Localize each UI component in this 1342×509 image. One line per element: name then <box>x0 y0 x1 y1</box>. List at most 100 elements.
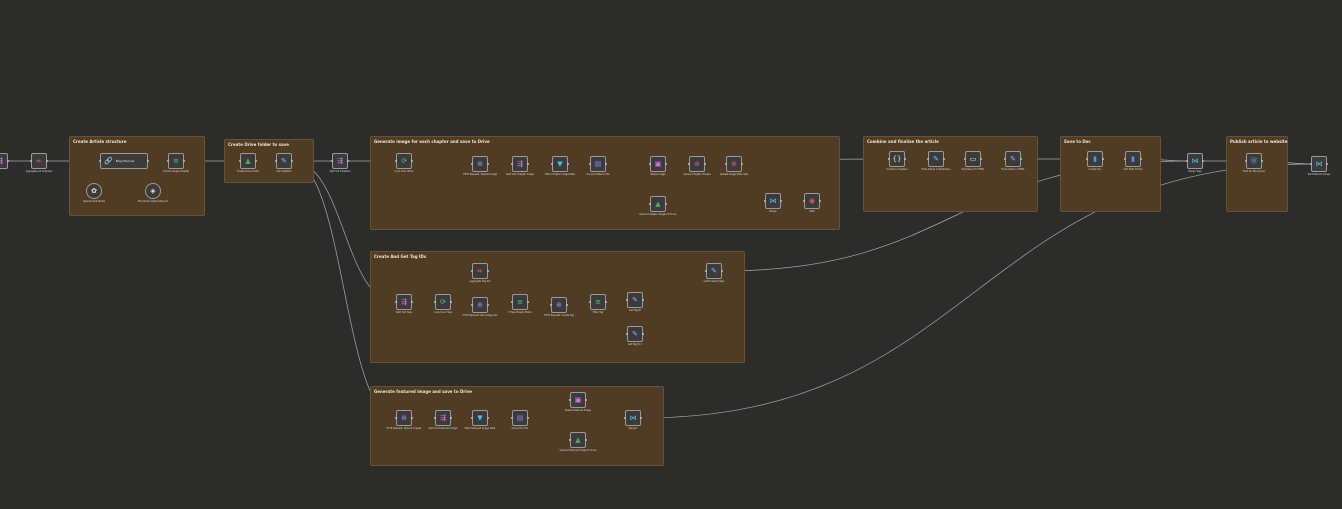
group-title: Save to Doc <box>1064 139 1091 144</box>
node-split-featured-image[interactable]: ⇶Split Out Featured Image <box>429 410 457 430</box>
globe-icon: ⊕ <box>731 159 737 168</box>
node-if-tag-exists[interactable]: ≡If Tag Already Exists <box>508 294 532 314</box>
merge-icon: ⋈ <box>769 196 777 205</box>
node-create-doc[interactable]: ▮Create Doc <box>1086 151 1104 171</box>
node-filter-tag[interactable]: ≡Filter Tag <box>589 294 607 314</box>
globe-icon: ⊕ <box>477 300 483 309</box>
node-create-article[interactable]: ⇶ <box>0 153 9 169</box>
edit-icon: ✎ <box>933 154 939 163</box>
aggregate-icon: ⇷ <box>477 266 483 275</box>
image-icon: ▣ <box>574 395 582 404</box>
globe-icon: ⊕ <box>401 413 407 422</box>
node-filter-featured-image[interactable]: ▼Filter Featured Image Data <box>465 410 495 430</box>
if-icon: ≡ <box>517 297 523 306</box>
node-combine-chapters[interactable]: {}Combine Chapters <box>886 151 908 171</box>
node-get-chapters[interactable]: ✎Get Chapters <box>275 153 293 173</box>
node-http-create-tag[interactable]: ⊕HTTP Request: Create Tag <box>544 297 574 317</box>
edit-icon: ✎ <box>281 156 287 165</box>
node-resize-featured-image[interactable]: ▣Resize Featured Image <box>565 392 591 412</box>
group-publish-article[interactable]: Publish article to website <box>1226 136 1288 212</box>
node-loop-over-items[interactable]: ⟳Loop Over Items <box>395 153 413 173</box>
split-icon: ⇶ <box>440 413 446 422</box>
markdown-icon: ▭ <box>969 154 977 163</box>
group-featured-image[interactable]: Generate featured image and save to Driv… <box>370 386 664 466</box>
node-add-texts-doc[interactable]: ▮Add Texts To Doc <box>1123 151 1143 171</box>
node-upload-images-drive[interactable]: ▲Upload Chapter Images To Drive <box>639 196 677 216</box>
node-final-markdown[interactable]: ✎Final Article in Markdown <box>922 151 950 171</box>
edit-icon: ✎ <box>632 329 638 338</box>
node-wait[interactable]: ◉Wait <box>803 193 821 213</box>
filter-icon: ▼ <box>477 413 483 422</box>
group-title: Create And Get Tag IDs <box>374 254 427 259</box>
node-limit-chapter[interactable]: ≡Limit to single Chapter <box>163 153 189 173</box>
group-create-drive-folder[interactable]: Create Drive folder to save <box>224 139 314 183</box>
filter-icon: ▼ <box>557 159 563 168</box>
node-merge-tags[interactable]: ⋈Merge Tags <box>1186 153 1204 173</box>
edit-icon: ✎ <box>711 266 717 275</box>
node-set-featured-image[interactable]: ⋈Set Featured Image <box>1308 156 1330 176</box>
limit-icon: ≡ <box>173 156 179 165</box>
node-final-html[interactable]: ✎Final Article in HTML <box>1001 151 1025 171</box>
node-get-tag-id-1[interactable]: ✎Get Tag ID 1 <box>626 326 644 346</box>
loop-icon: ⟳ <box>401 156 407 165</box>
node-get-finalised-tags[interactable]: ✎Get Finalised Tags <box>704 263 724 283</box>
node-http-get-categories[interactable]: ⊕HTTP Request: Get Categories <box>463 297 497 317</box>
node-filter-chapter-image[interactable]: ▼Filter Chapter Image Data <box>545 156 575 176</box>
link-icon: 🔗 <box>104 156 113 165</box>
node-create-drive-folder[interactable]: ▲Create Drive Folder <box>237 153 259 173</box>
loop-icon: ⟳ <box>440 297 446 306</box>
group-save-to-doc[interactable]: Save to Doc <box>1060 136 1161 212</box>
aggregate-icon: ⇷ <box>36 156 42 165</box>
node-http-openai-image[interactable]: ⊕HTTP Request: OpenAI Image <box>463 156 497 176</box>
google-drive-icon: ▲ <box>245 156 251 165</box>
node-http-openai-image1[interactable]: ⊕HTTP Request: OpenAI Image1 <box>386 410 422 430</box>
globe-icon: ⊕ <box>556 300 562 309</box>
node-openai-chat-model[interactable]: ✿OpenAI Chat Model <box>83 183 105 203</box>
node-merge[interactable]: ⋈Merge <box>764 193 782 213</box>
node-aggregate-tag-ids[interactable]: ⇷Aggregate Tag IDs <box>470 263 490 283</box>
google-docs-icon: ▮ <box>1093 154 1097 163</box>
node-blog-planner[interactable]: 🔗Blog Planner <box>99 153 149 169</box>
node-aggregate-chapters[interactable]: ⇷Aggregate all Chapters <box>26 153 52 173</box>
node-split-out-chapters[interactable]: ⇶Split Out Chapters <box>329 153 351 173</box>
node-get-tag-id[interactable]: ✎Get Tag ID <box>626 292 644 312</box>
group-generate-chapter-images[interactable]: Generate image for each chapter and save… <box>370 136 840 230</box>
group-title: Combine and finalise the article <box>867 139 939 144</box>
node-upload-chapter-images[interactable]: ⊕Upload Chapter Images <box>683 156 711 176</box>
filter-icon: ≡ <box>595 297 601 306</box>
merge-icon: ⋈ <box>1191 156 1199 165</box>
group-create-article-structure[interactable]: Create Article structure <box>69 136 205 216</box>
group-title: Create Drive folder to save <box>228 142 289 147</box>
split-icon: ⇶ <box>401 297 407 306</box>
globe-icon: ⊕ <box>477 159 483 168</box>
wait-icon: ◉ <box>808 196 816 205</box>
merge-icon: ⋈ <box>1315 159 1323 168</box>
node-markdown-to-html[interactable]: ▭Markdown TO HTML <box>962 151 984 171</box>
node-convert-data-to-file[interactable]: ▤Convert Data to File <box>587 156 609 176</box>
group-title: Generate featured image and save to Driv… <box>374 389 472 394</box>
split-icon: ⇶ <box>337 156 343 165</box>
file-icon: ▤ <box>516 413 524 422</box>
node-split-chapter-image[interactable]: ⇶Split Out Chapter Image <box>506 156 534 176</box>
group-title: Publish article to website <box>1230 139 1288 144</box>
node-split-out-tags[interactable]: ⇶Split Out Tags <box>395 294 413 314</box>
google-drive-icon: ▲ <box>655 199 661 208</box>
edit-icon: ✎ <box>1010 154 1016 163</box>
code-icon: {} <box>892 154 902 163</box>
group-title: Create Article structure <box>73 139 127 144</box>
group-combine-finalise[interactable]: Combine and finalise the article <box>863 136 1038 212</box>
node-resize-image[interactable]: ▣Resize Image <box>649 156 667 176</box>
node-merge1[interactable]: ⋈Merge1 <box>624 410 642 430</box>
node-update-image-meta[interactable]: ⊕Update Image Meta data <box>720 156 748 176</box>
node-convert-to-file[interactable]: ▤Convert to File <box>511 410 529 430</box>
file-icon: ▤ <box>594 159 602 168</box>
connection-58 <box>640 163 1312 419</box>
node-output-parser[interactable]: ◈Structured Output Parser1 <box>138 183 168 203</box>
node-loop-over-tags[interactable]: ⟳Loop Over Tags <box>434 294 452 314</box>
google-drive-icon: ▲ <box>575 435 581 444</box>
group-title: Generate image for each chapter and save… <box>374 139 490 144</box>
split-icon: ⇶ <box>0 157 3 165</box>
node-upload-featured-drive[interactable]: ▲Upload Featured Image To Drive <box>560 432 596 452</box>
